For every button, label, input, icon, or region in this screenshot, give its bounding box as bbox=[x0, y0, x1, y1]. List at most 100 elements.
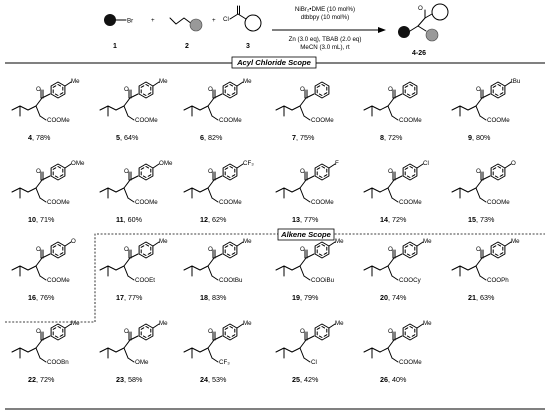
label-separator: , bbox=[124, 293, 128, 302]
aryl-substituent: tBu bbox=[511, 78, 521, 85]
carbonyl-oxygen: O bbox=[208, 86, 213, 93]
ester-group: Cl bbox=[311, 359, 317, 366]
label-separator: , bbox=[476, 293, 480, 302]
product-ring bbox=[431, 3, 449, 21]
compound-number: 12 bbox=[200, 215, 208, 224]
compound-yield: 78% bbox=[36, 133, 51, 142]
compound-number: 18 bbox=[200, 293, 208, 302]
label-separator: , bbox=[36, 215, 40, 224]
ester-group: OMe bbox=[135, 359, 149, 366]
aryl-substituent: Me bbox=[71, 78, 80, 85]
compound-label: 17, 77% bbox=[116, 293, 143, 302]
ester-group: COOiBu bbox=[311, 277, 335, 284]
compound-number: 5 bbox=[116, 133, 120, 142]
aryl-substituent: Me bbox=[335, 320, 344, 327]
plus-sign: + bbox=[151, 17, 155, 24]
label-separator: , bbox=[388, 215, 392, 224]
aryl-substituent: Me bbox=[243, 320, 252, 327]
compound-number: 10 bbox=[28, 215, 36, 224]
compound-number: 25 bbox=[292, 375, 300, 384]
reactant-3-group: Cl bbox=[223, 16, 229, 23]
carbonyl-oxygen: O bbox=[388, 168, 393, 175]
ester-group: COOMe bbox=[219, 199, 242, 206]
reactant-2-label: 2 bbox=[185, 43, 189, 50]
compound-label: 16, 76% bbox=[28, 293, 55, 302]
label-separator: , bbox=[476, 215, 480, 224]
ester-group: COOMe bbox=[219, 117, 242, 124]
carbonyl-oxygen: O bbox=[476, 246, 481, 253]
compound-number: 17 bbox=[116, 293, 124, 302]
compound-label: 15, 73% bbox=[468, 215, 495, 224]
carbonyl-oxygen: O bbox=[300, 168, 305, 175]
aryl-substituent: Me bbox=[423, 320, 432, 327]
aryl-substituent: Cl bbox=[423, 160, 429, 167]
aryl-substituent: Me bbox=[159, 78, 168, 85]
aryl-substituent: Me bbox=[423, 238, 432, 245]
compound-label: 5, 64% bbox=[116, 133, 139, 142]
reactant-1-sphere bbox=[104, 14, 116, 26]
compound-label: 4, 78% bbox=[28, 133, 51, 142]
compound-yield: 53% bbox=[212, 375, 227, 384]
compound-number: 4 bbox=[28, 133, 32, 142]
compound-label: 18, 83% bbox=[200, 293, 227, 302]
product-sphere-dark bbox=[398, 26, 410, 38]
carbonyl-oxygen: O bbox=[36, 86, 41, 93]
label-separator: , bbox=[36, 293, 40, 302]
label-separator: , bbox=[36, 375, 40, 384]
compound-yield: 77% bbox=[304, 215, 319, 224]
compound-number: 7 bbox=[292, 133, 296, 142]
compound-label: 9, 80% bbox=[468, 133, 491, 142]
reactant-3-label: 3 bbox=[246, 43, 250, 50]
aryl-substituent: Me bbox=[71, 320, 80, 327]
condition-reductant: Zn (3.0 eq), TBAB (2.0 eq) bbox=[289, 36, 362, 43]
reaction-scheme: Br 1 + 2 + Cl 3 NiBr₂•DME (10 mol%) dtbb… bbox=[104, 3, 449, 57]
product-carbonyl-o: O bbox=[418, 5, 423, 12]
carbonyl-oxygen: O bbox=[476, 86, 481, 93]
ester-group: COOEt bbox=[135, 277, 155, 284]
compound-number: 9 bbox=[468, 133, 472, 142]
ester-group: COOMe bbox=[135, 117, 158, 124]
condition-solvent: MeCN (3.0 mL), rt bbox=[300, 44, 350, 51]
label-separator: , bbox=[388, 293, 392, 302]
acyl-scope-header-box bbox=[231, 56, 317, 69]
label-separator: , bbox=[124, 375, 128, 384]
compound-yield: 75% bbox=[300, 133, 315, 142]
carbonyl-oxygen: O bbox=[300, 86, 305, 93]
compound-yield: 62% bbox=[212, 215, 227, 224]
compound-yield: 82% bbox=[208, 133, 223, 142]
ester-group: COOMe bbox=[47, 199, 70, 206]
carbonyl-oxygen: O bbox=[36, 246, 41, 253]
product-sphere-grey bbox=[425, 28, 439, 42]
compound-label: 20, 74% bbox=[380, 293, 407, 302]
aryl-substituent: Me bbox=[511, 238, 520, 245]
compound-number: 20 bbox=[380, 293, 388, 302]
ester-group: COOMe bbox=[311, 117, 334, 124]
label-separator: , bbox=[208, 293, 212, 302]
compound-number: 6 bbox=[200, 133, 204, 142]
aryl-substituent: Me bbox=[243, 78, 252, 85]
ester-group: COOtBu bbox=[219, 277, 243, 284]
aryl-substituent: O bbox=[71, 238, 76, 245]
compound-label: 13, 77% bbox=[292, 215, 319, 224]
compound-number: 8 bbox=[380, 133, 384, 142]
condition-ligand: dtbbpy (10 mol%) bbox=[301, 14, 350, 21]
ester-group: COOMe bbox=[399, 199, 422, 206]
ester-group: COOBn bbox=[47, 359, 69, 366]
plus-sign: + bbox=[212, 17, 216, 24]
alkene-scope-header: Alkene Scope bbox=[280, 230, 332, 239]
